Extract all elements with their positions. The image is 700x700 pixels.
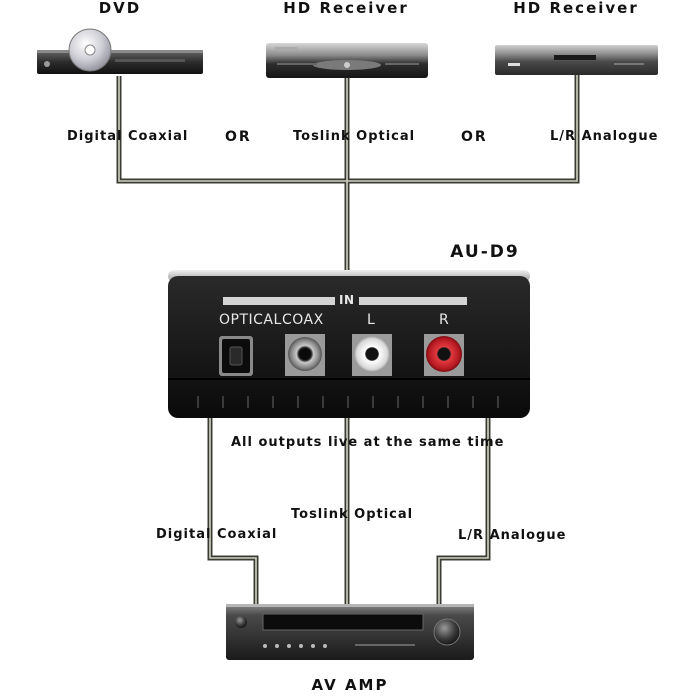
or-label-2: OR [461,129,488,145]
port-optical-label: OPTICAL [219,312,282,328]
hd-receiver-2 [495,45,658,75]
input-lr-analogue-label: L/R Analogue [550,129,659,144]
hd-receiver-2-title: HD Receiver [513,0,639,17]
av-amp [226,604,474,660]
dvd-player [37,28,203,74]
or-label-1: OR [225,129,252,145]
dvd-title: DVD [98,0,142,17]
input-digital-coaxial-label: Digital Coaxial [67,129,189,144]
port-r-label: R [439,312,450,328]
hd-receiver-1-title: HD Receiver [283,0,409,17]
output-toslink-optical-label: Toslink Optical [291,507,414,522]
device-title: AU-D9 [450,242,520,262]
av-amp-title: AV AMP [311,676,389,694]
hd-receiver-1 [266,43,428,78]
port-coax-label: COAX [282,312,324,328]
output-digital-coaxial-label: Digital Coaxial [156,527,278,542]
au-d9-device: IN OPTICAL COAX L R [167,270,531,420]
port-l-label: L [367,312,376,328]
input-toslink-optical-label: Toslink Optical [293,129,416,144]
outputs-note: All outputs live at the same time [231,435,505,450]
output-lr-analogue-label: L/R Analogue [458,528,567,543]
au-d9-body [168,270,530,418]
panel-in-label: IN [339,293,355,307]
